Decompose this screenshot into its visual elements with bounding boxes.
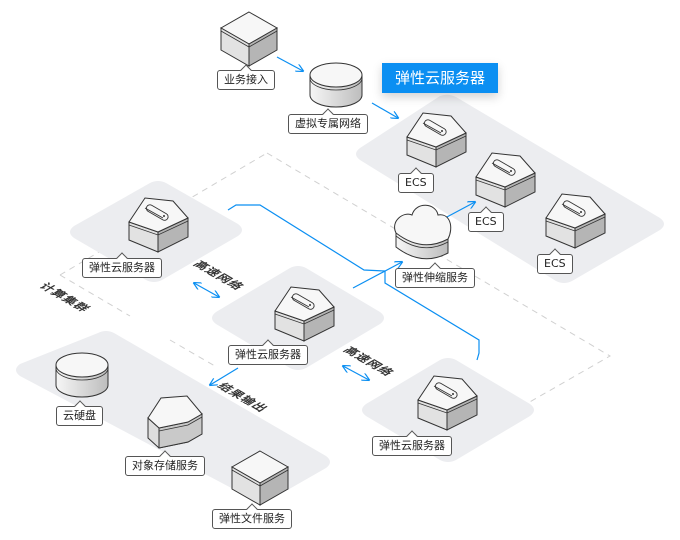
net-arrow-2 <box>343 366 369 380</box>
label-sfs: 弹性文件服务 <box>212 509 292 529</box>
autoscale-to-server-c-line <box>384 271 480 361</box>
ecs-3-server-icon <box>545 193 606 249</box>
ecs-title-badge: 弹性云服务器 <box>382 63 498 93</box>
label-server-b: 弹性云服务器 <box>228 345 308 365</box>
vpc-cylinder-icon <box>309 62 363 108</box>
autoscale-to-ecs-arrow <box>444 202 475 219</box>
label-ecs-1: ECS <box>398 173 434 193</box>
label-obs: 对象存储服务 <box>125 456 205 476</box>
drive-slot-icon <box>423 119 447 136</box>
autoscale-cloud-icon <box>394 204 452 260</box>
label-autoscale: 弹性伸缩服务 <box>395 268 475 288</box>
vpc-to-ecs-arrow <box>371 102 398 118</box>
compute-cluster-boundary <box>59 152 611 420</box>
drive-slot-icon <box>291 293 315 310</box>
obs-hexagon-icon <box>147 395 203 449</box>
server-a-to-autoscale-line <box>227 204 386 272</box>
access-box-icon <box>219 11 279 67</box>
label-ecs-3: ECS <box>537 254 573 274</box>
ecs-2-server-icon <box>475 152 536 208</box>
label-access: 业务接入 <box>217 70 275 90</box>
label-vpc: 虚拟专属网络 <box>288 114 368 134</box>
server-c-icon <box>417 375 478 431</box>
drive-slot-icon <box>492 159 516 176</box>
label-server-a: 弹性云服务器 <box>82 258 162 278</box>
drive-slot-icon <box>434 382 458 399</box>
label-server-c: 弹性云服务器 <box>372 436 452 456</box>
drive-slot-icon <box>145 204 169 221</box>
access-to-vpc-arrow <box>276 56 303 71</box>
server-b-icon <box>274 286 335 342</box>
ecs-1-server-icon <box>406 112 467 168</box>
server-b-to-autoscale-arrow <box>352 262 402 289</box>
label-ecs-2: ECS <box>468 212 504 232</box>
drive-slot-icon <box>562 200 586 217</box>
server-a-icon <box>128 197 189 253</box>
net-arrow-1 <box>194 283 219 297</box>
output-arrow <box>210 367 239 385</box>
sfs-box-icon <box>230 450 290 506</box>
evs-cylinder-icon <box>55 352 109 398</box>
label-evs: 云硬盘 <box>56 406 103 426</box>
